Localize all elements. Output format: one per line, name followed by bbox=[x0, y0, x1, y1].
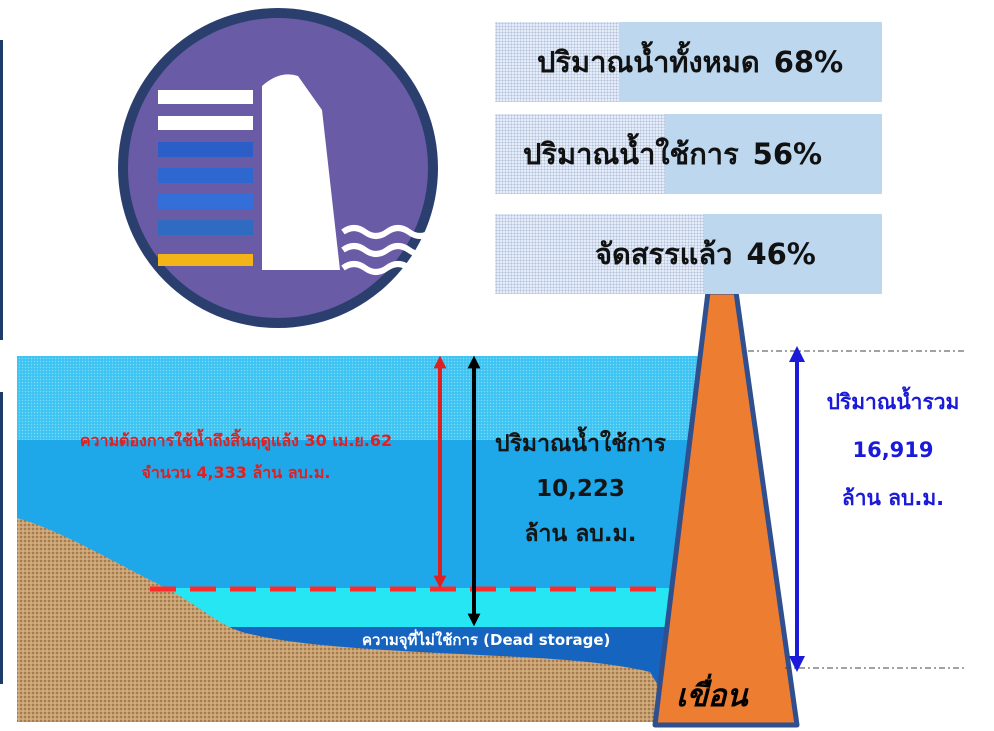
left-edge-bar bbox=[0, 392, 3, 684]
usable-value: 10,223 bbox=[536, 476, 625, 502]
stat-allocated-text: จัดสรรแล้ว 46% bbox=[595, 214, 816, 294]
demand-line1: ความต้องการใช้น้ำถึงสิ้นฤดูแล้ง 30 เม.ย.… bbox=[79, 431, 393, 450]
water-main-region bbox=[17, 440, 717, 590]
stat-total: ปริมาณน้ำทั้งหมด 68% bbox=[495, 22, 882, 102]
stat-allocated: จัดสรรแล้ว 46% bbox=[495, 214, 882, 294]
demand-label: ความต้องการใช้น้ำถึงสิ้นฤดูแล้ง 30 เม.ย.… bbox=[36, 425, 436, 489]
stat-total-fill bbox=[495, 22, 619, 102]
stat-usable-label: ปริมาณน้ำใช้การ bbox=[523, 137, 739, 171]
demand-line2: จำนวน 4,333 ล้าน ลบ.ม. bbox=[141, 463, 331, 482]
stat-total-label: ปริมาณน้ำทั้งหมด bbox=[537, 45, 760, 79]
stat-allocated-fill bbox=[495, 214, 704, 294]
total-value: 16,919 bbox=[852, 438, 934, 462]
total-unit: ล้าน ลบ.ม. bbox=[841, 486, 945, 510]
stat-usable-fill bbox=[495, 114, 666, 194]
usable-unit: ล้าน ลบ.ม. bbox=[524, 521, 637, 547]
stat-allocated-value: 46% bbox=[746, 237, 816, 271]
dam-label: เขื่อน bbox=[676, 678, 748, 714]
total-title: ปริมาณน้ำรวม bbox=[826, 390, 960, 414]
stat-usable-value: 56% bbox=[752, 137, 823, 171]
stat-total-value: 68% bbox=[773, 45, 844, 79]
reservoir-logo-icon bbox=[118, 8, 438, 328]
usable-title: ปริมาณน้ำใช้การ bbox=[494, 431, 667, 457]
stat-allocated-label: จัดสรรแล้ว bbox=[595, 237, 733, 271]
usable-label: ปริมาณน้ำใช้การ 10,223 ล้าน ลบ.ม. bbox=[478, 422, 683, 557]
stat-usable: ปริมาณน้ำใช้การ 56% bbox=[495, 114, 882, 194]
soil-slope bbox=[17, 518, 680, 722]
stat-total-text: ปริมาณน้ำทั้งหมด 68% bbox=[537, 22, 843, 102]
water-top-region bbox=[17, 356, 717, 446]
total-label: ปริมาณน้ำรวม 16,919 ล้าน ลบ.ม. bbox=[802, 378, 984, 522]
left-edge-bar bbox=[0, 40, 3, 340]
dead-storage-label: ความจุที่ไม่ใช้การ (Dead storage) bbox=[362, 631, 611, 649]
stat-usable-text: ปริมาณน้ำใช้การ 56% bbox=[523, 114, 822, 194]
